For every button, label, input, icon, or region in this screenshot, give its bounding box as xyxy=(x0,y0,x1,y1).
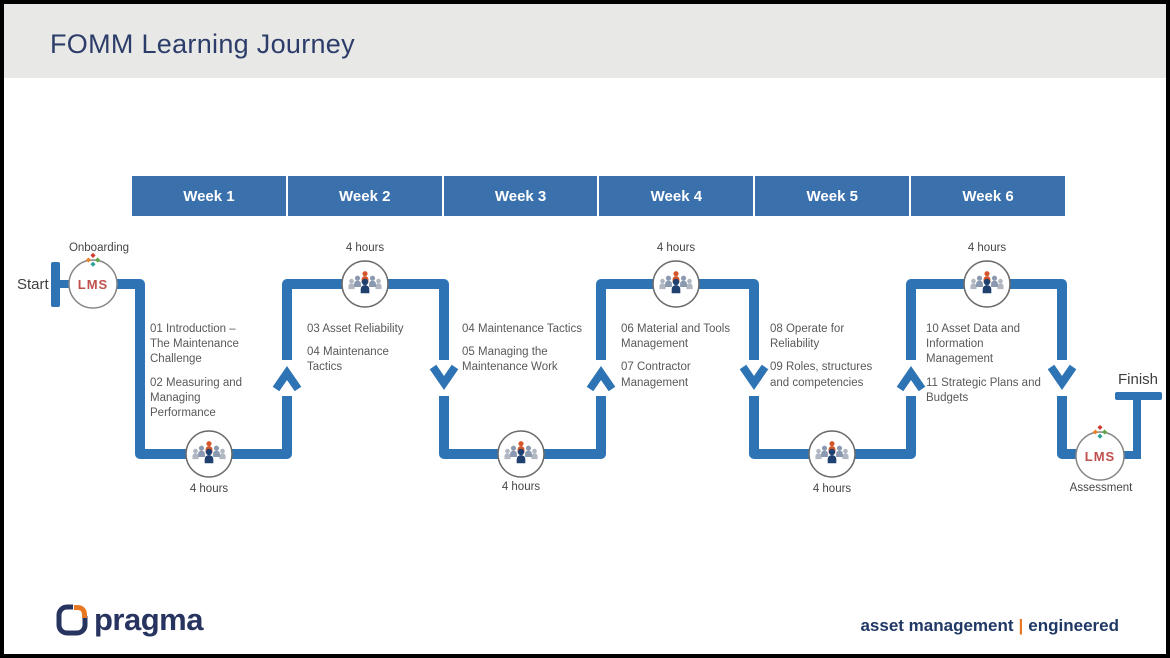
journey-path-diagram: LMS LMS xyxy=(51,252,1162,481)
tagline-separator: | xyxy=(1018,616,1024,635)
up-arrow-icon xyxy=(896,360,926,396)
finish-marker xyxy=(1115,392,1162,459)
classroom-session-icon-week3 xyxy=(497,430,545,478)
week-3-header: Week 3 xyxy=(443,176,600,216)
classroom-session-icon-week2 xyxy=(341,260,389,308)
down-arrow-icon xyxy=(1047,360,1077,396)
topic-item: 02 Measuring and Managing Performance xyxy=(150,376,243,419)
classroom-session-icon-week4 xyxy=(652,260,700,308)
hours-label-week3: 4 hours xyxy=(501,481,541,493)
topic-list-week3: 04 Maintenance Tactics 05 Managing the M… xyxy=(462,322,602,384)
week-1-header: Week 1 xyxy=(132,176,288,216)
topic-item: 04 Maintenance Tactics xyxy=(462,323,582,335)
week-4-header: Week 4 xyxy=(599,176,756,216)
classroom-session-icon-week5 xyxy=(808,430,856,478)
week-2-header: Week 2 xyxy=(287,176,444,216)
hours-label-week1: 4 hours xyxy=(189,483,229,495)
topic-item: 03 Asset Reliability xyxy=(307,323,404,335)
lms-onboarding-icon: LMS xyxy=(68,252,118,309)
hours-label-week2: 4 hours xyxy=(345,242,385,254)
finish-label: Finish xyxy=(1117,371,1158,388)
topic-list-week4: 06 Material and Tools Management 07 Cont… xyxy=(621,322,747,399)
hours-label-week5: 4 hours xyxy=(812,483,852,495)
classroom-session-icon-week6 xyxy=(963,260,1011,308)
onboarding-label: Onboarding xyxy=(68,242,130,254)
topic-list-week1: 01 Introduction – The Maintenance Challe… xyxy=(150,322,258,429)
hours-label-week6: 4 hours xyxy=(967,242,1007,254)
start-label: Start xyxy=(17,276,49,293)
header-band xyxy=(4,4,1166,78)
topic-item: 07 Contractor Management xyxy=(621,361,691,389)
assessment-label: Assessment xyxy=(1069,482,1133,494)
topic-list-week5: 08 Operate for Reliability 09 Roles, str… xyxy=(770,322,892,399)
tagline-left: asset management xyxy=(860,616,1014,635)
week-6-header: Week 6 xyxy=(911,176,1065,216)
page-title: FOMM Learning Journey xyxy=(50,29,355,59)
week-5-header: Week 5 xyxy=(755,176,912,216)
topic-item: 01 Introduction – The Maintenance Challe… xyxy=(150,323,239,366)
topic-item: 10 Asset Data and Information Management xyxy=(926,323,1020,366)
topic-item: 11 Strategic Plans and Budgets xyxy=(926,376,1041,404)
start-marker xyxy=(51,262,72,307)
lms-assessment-icon: LMS xyxy=(1075,424,1125,481)
up-arrow-icon xyxy=(272,360,302,396)
down-arrow-icon xyxy=(429,360,459,396)
hours-label-week4: 4 hours xyxy=(656,242,696,254)
topic-list-week6: 10 Asset Data and Information Management… xyxy=(926,322,1050,414)
week-timeline-bar: Week 1 Week 2 Week 3 Week 4 Week 5 Week … xyxy=(132,176,1065,216)
direction-arrows xyxy=(272,360,1077,396)
classroom-session-icon-week1 xyxy=(185,430,233,478)
footer-tagline: asset management|engineered xyxy=(860,616,1119,636)
topic-item: 08 Operate for Reliability xyxy=(770,323,845,351)
pragma-logo-icon xyxy=(56,602,90,636)
tagline-right: engineered xyxy=(1028,616,1119,635)
lms-label: LMS xyxy=(1085,449,1115,464)
lms-label: LMS xyxy=(78,277,108,292)
topic-item: 06 Material and Tools Management xyxy=(621,323,731,351)
brand-name: pragma xyxy=(94,602,203,637)
up-arrow-icon xyxy=(586,360,616,396)
topic-list-week2: 03 Asset Reliability 04 Maintenance Tact… xyxy=(307,322,419,384)
down-arrow-icon xyxy=(739,360,769,396)
topic-item: 09 Roles, structures and competencies xyxy=(770,361,873,389)
topic-item: 05 Managing the Maintenance Work xyxy=(462,346,558,374)
brand-logo: pragma xyxy=(54,602,203,638)
topic-item: 04 Maintenance Tactics xyxy=(307,346,389,374)
